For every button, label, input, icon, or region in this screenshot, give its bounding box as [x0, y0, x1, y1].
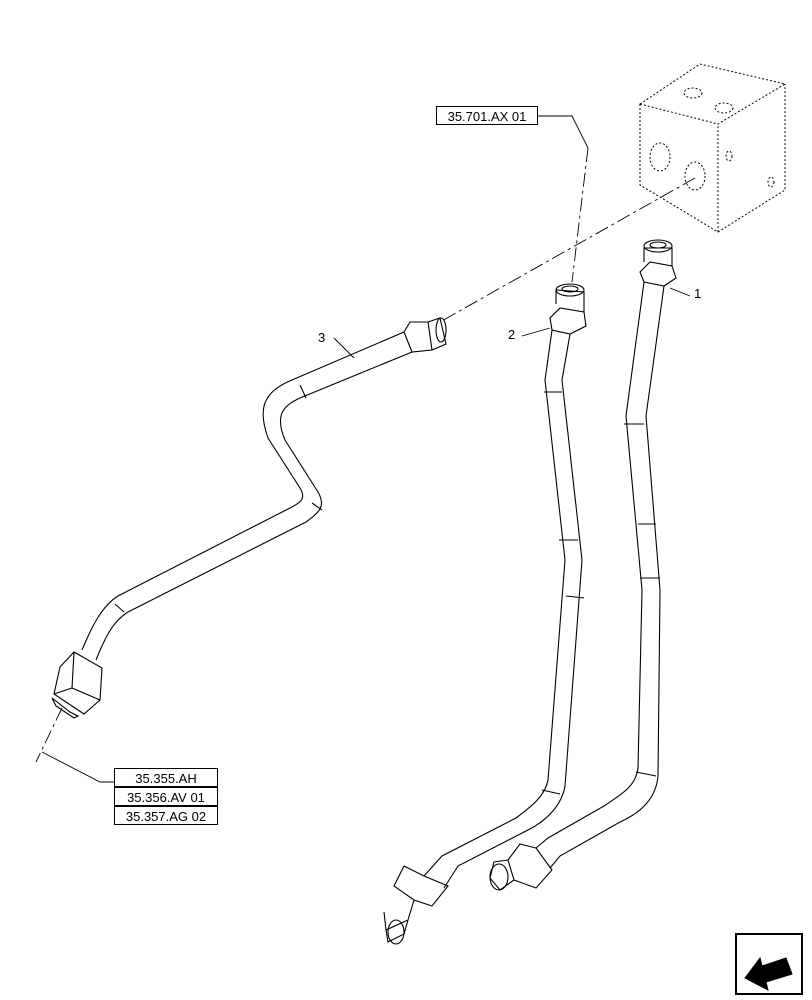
reference-leaders [41, 115, 589, 783]
leader-lines [35, 147, 696, 763]
callout-label-3: 3 [318, 330, 326, 345]
arrow-next-page-icon[interactable] [735, 933, 803, 995]
pipe-2 [383, 283, 587, 945]
callout-label-1: 1 [694, 286, 702, 301]
pipe-1 [489, 239, 677, 891]
reference-box-top[interactable]: 35.701.AX 01 [436, 106, 538, 125]
callout-label-2: 2 [508, 327, 516, 342]
reference-box-bottom-3[interactable]: 35.357.AG 02 [114, 806, 218, 825]
pipe-3 [51, 317, 447, 719]
valve-block [638, 63, 787, 233]
reference-box-bottom-2[interactable]: 35.356.AV 01 [114, 787, 218, 806]
reference-box-bottom-1[interactable]: 35.355.AH [114, 768, 218, 787]
callout-leaders [333, 287, 691, 359]
